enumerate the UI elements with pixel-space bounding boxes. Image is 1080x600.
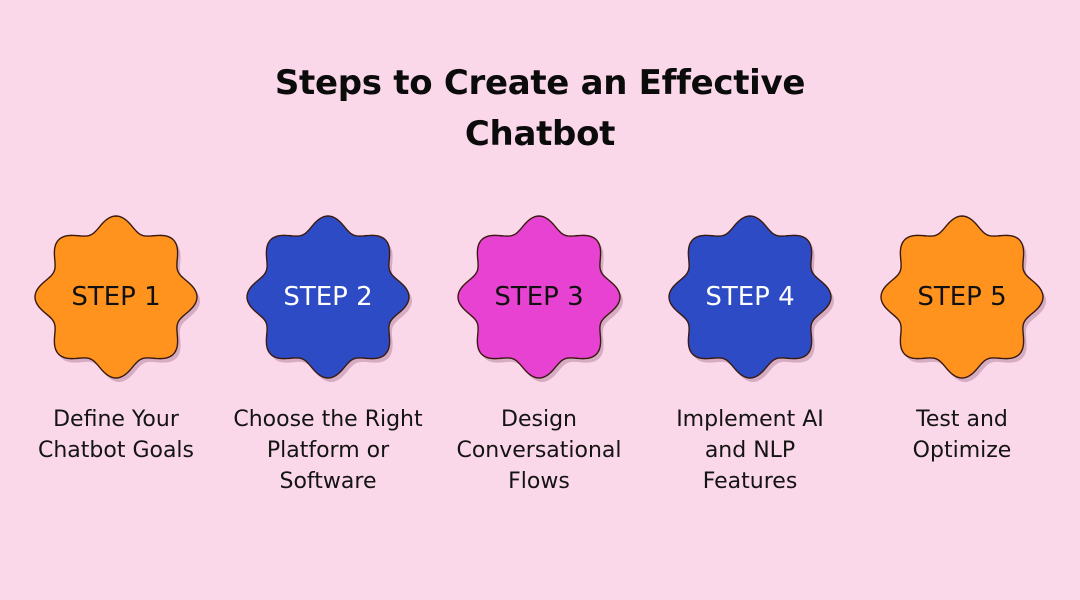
- caption-line: Conversational: [456, 438, 622, 463]
- caption-line: Software: [279, 469, 377, 494]
- caption-line: Choose the Right: [233, 407, 423, 432]
- caption-line: and NLP: [704, 438, 796, 463]
- caption-line: Test and: [916, 407, 1008, 432]
- step-5: STEP 5 Test and Optimize: [856, 212, 1068, 466]
- title-line-2: Chatbot: [464, 114, 616, 154]
- step-caption: Choose the Right Platform or Software: [222, 404, 434, 497]
- wavy-badge-shape-icon: [246, 215, 412, 382]
- title-line-1: Steps to Create an Effective: [274, 63, 806, 103]
- step-badge-icon: STEP 3: [454, 212, 624, 382]
- step-label: STEP 5: [917, 282, 1007, 312]
- caption-line: Platform or: [266, 438, 390, 463]
- caption-line: Flows: [508, 469, 570, 494]
- step-4: STEP 4 Implement AI and NLP Features: [644, 212, 856, 497]
- step-label: STEP 1: [71, 282, 161, 312]
- step-caption: Define Your Chatbot Goals: [10, 404, 222, 466]
- step-label: STEP 4: [705, 282, 795, 312]
- step-3: STEP 3 Design Conversational Flows: [433, 212, 645, 497]
- page-title: Steps to Create an Effective Chatbot: [0, 58, 1080, 160]
- wavy-badge-shape-icon: [668, 215, 834, 382]
- step-caption: Test and Optimize: [856, 404, 1068, 466]
- wavy-badge-shape-icon: [880, 215, 1046, 382]
- caption-line: Chatbot Goals: [37, 438, 195, 463]
- wavy-badge-shape-icon: [457, 215, 623, 382]
- step-label: STEP 2: [283, 282, 373, 312]
- caption-line: Define Your: [53, 407, 179, 432]
- caption-line: Implement AI: [676, 407, 824, 432]
- step-label: STEP 3: [494, 282, 584, 312]
- caption-line: Optimize: [912, 438, 1012, 463]
- caption-line: Design: [501, 407, 577, 432]
- step-badge-icon: STEP 2: [243, 212, 413, 382]
- step-badge-icon: STEP 5: [877, 212, 1047, 382]
- wavy-badge-shape-icon: [34, 215, 200, 382]
- step-1: STEP 1 Define Your Chatbot Goals: [10, 212, 222, 466]
- step-badge-icon: STEP 4: [665, 212, 835, 382]
- step-caption: Design Conversational Flows: [433, 404, 645, 497]
- step-badge-icon: STEP 1: [31, 212, 201, 382]
- caption-line: Features: [702, 469, 798, 494]
- step-caption: Implement AI and NLP Features: [644, 404, 856, 497]
- step-2: STEP 2 Choose the Right Platform or Soft…: [222, 212, 434, 497]
